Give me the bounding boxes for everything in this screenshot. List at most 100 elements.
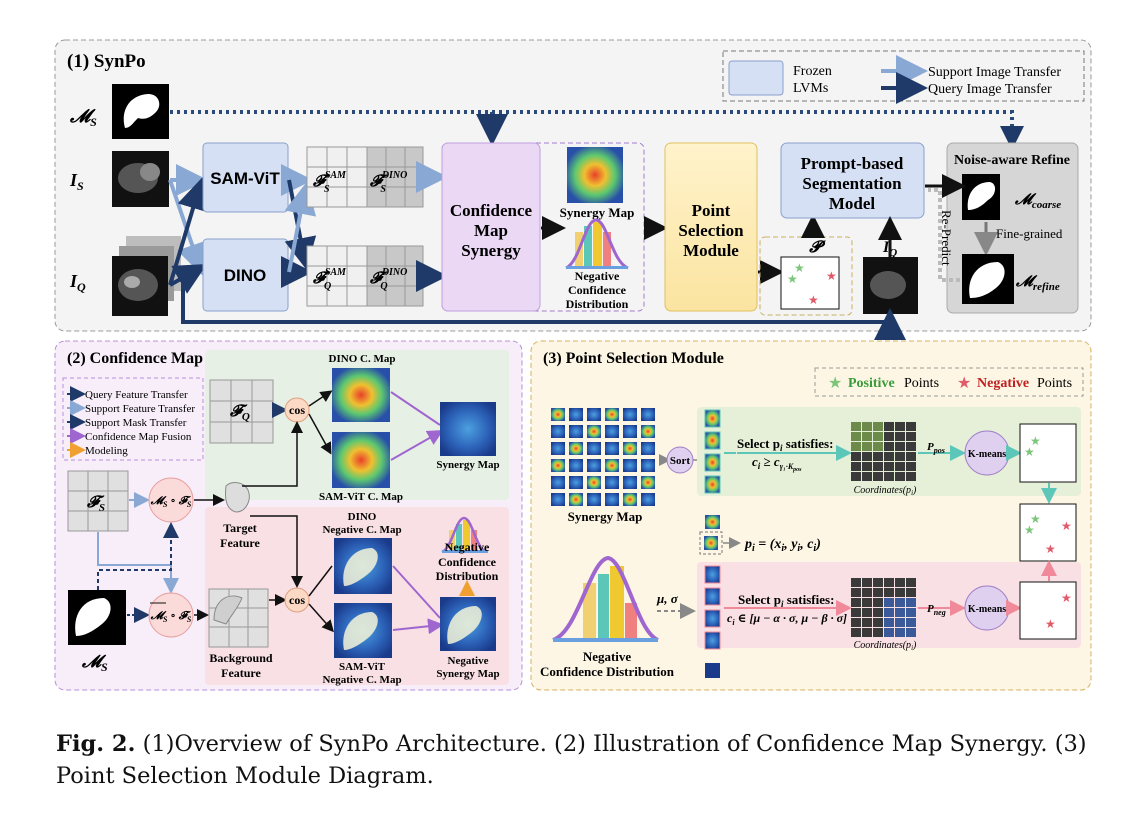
svg-text:Synergy Map: Synergy Map <box>568 509 643 524</box>
synergy-tile <box>605 459 619 472</box>
coord-tile <box>851 578 861 587</box>
coord-tile <box>884 628 894 637</box>
synergy-image-p2 <box>440 402 496 456</box>
legend-frozen: Frozen <box>793 64 832 79</box>
coord-tile <box>851 628 861 637</box>
svg-text:Coordinates(pi): Coordinates(pi) <box>854 640 917 652</box>
coord-tile <box>906 432 916 441</box>
svg-text:Feature: Feature <box>220 536 260 550</box>
synergy-tile <box>623 442 637 455</box>
coord-tile <box>884 462 894 471</box>
positive-area <box>205 350 509 500</box>
neg-dist-icon-p3 <box>552 555 660 642</box>
svg-text:★: ★ <box>1045 542 1056 556</box>
coord-tile <box>873 628 883 637</box>
cond-pos: ci ≥ cγ₁·Kpos <box>752 454 802 473</box>
svg-text:Points: Points <box>1037 376 1072 391</box>
svg-text:Background: Background <box>209 651 272 665</box>
coord-tile <box>873 462 883 471</box>
legend-query: Query Image Transfer <box>928 82 1052 97</box>
select-neg: Select pi satisfies: <box>738 592 834 609</box>
caption-text: (1)Overview of SynPo Architecture. (2) I… <box>56 731 1087 789</box>
coord-tile <box>895 608 905 617</box>
svg-text:Negative C. Map: Negative C. Map <box>322 524 401 536</box>
sorted-tile-mid <box>705 515 720 529</box>
svg-text:Negative: Negative <box>575 269 620 283</box>
msbar-fs-node <box>148 592 194 638</box>
pi-formula: pi = (xi, yi, ci) <box>744 537 821 554</box>
coord-tile <box>884 608 894 617</box>
svg-text:Feature: Feature <box>221 666 261 680</box>
panel1-title: (1) SynPo <box>67 51 146 72</box>
caption-label: Fig. 2. <box>56 731 136 757</box>
coord-tile <box>884 432 894 441</box>
synergy-tile <box>569 408 583 421</box>
target-feature-icon <box>225 482 250 513</box>
svg-text:★: ★ <box>1030 434 1041 448</box>
svg-text:Confidence Distribution: Confidence Distribution <box>540 664 675 679</box>
synergy-tile <box>641 459 655 472</box>
svg-text:Sort: Sort <box>670 455 691 467</box>
coord-tile <box>862 432 872 441</box>
coord-tile <box>906 442 916 451</box>
svg-text:DINO C. Map: DINO C. Map <box>329 353 396 365</box>
synergy-tile <box>569 476 583 489</box>
coord-tile <box>851 588 861 597</box>
svg-text:Query Feature Transfer: Query Feature Transfer <box>85 389 188 401</box>
synergy-map-grid <box>551 408 655 506</box>
sorted-tile-high <box>704 409 721 428</box>
coord-tile <box>906 472 916 481</box>
coord-tile <box>862 628 872 637</box>
label-mrefine: 𝓜refine <box>1015 274 1060 293</box>
coord-tile <box>873 422 883 431</box>
label-finegrained: Fine-grained <box>996 226 1063 241</box>
svg-text:SAM-ViT: SAM-ViT <box>339 661 386 673</box>
svg-text:★: ★ <box>828 375 842 392</box>
svg-text:Modeling: Modeling <box>85 445 128 457</box>
synergy-tile <box>623 408 637 421</box>
svg-text:Synergy Map: Synergy Map <box>436 459 499 471</box>
synergy-tile <box>623 425 637 438</box>
coord-tile <box>862 598 872 607</box>
svg-text:LVMs: LVMs <box>793 81 828 96</box>
svg-text:μ, σ: μ, σ <box>656 591 679 606</box>
synergy-tile <box>623 459 637 472</box>
svg-text:Model: Model <box>829 194 876 213</box>
svg-text:Ppos: Ppos <box>927 441 945 455</box>
coord-tile <box>884 598 894 607</box>
coord-tile <box>862 588 872 597</box>
coord-tile <box>862 608 872 617</box>
cond-neg: ci ∈ [μ − α · σ, μ − β · σ] <box>727 611 847 627</box>
coord-tile <box>884 452 894 461</box>
coord-tile <box>873 618 883 627</box>
svg-text:Pneg: Pneg <box>927 603 946 617</box>
coord-tile <box>873 432 883 441</box>
feature-grid-q <box>306 245 424 307</box>
coord-tile <box>895 578 905 587</box>
sorted-tile-min <box>705 663 720 678</box>
svg-text:Negative: Negative <box>583 649 632 664</box>
svg-text:Module: Module <box>683 241 739 260</box>
svg-text:Negative C. Map: Negative C. Map <box>322 674 401 686</box>
sorted-tile-high <box>704 475 721 494</box>
synergy-tile <box>569 493 583 506</box>
synergy-tile <box>587 408 601 421</box>
coord-tile <box>851 608 861 617</box>
coord-tile <box>851 618 861 627</box>
label-mcoarse: 𝓜coarse <box>1014 192 1061 211</box>
coord-tile <box>862 422 872 431</box>
synergy-tile <box>605 493 619 506</box>
svg-text:SAM-ViT: SAM-ViT <box>210 169 280 188</box>
svg-text:Negative: Negative <box>977 376 1029 391</box>
svg-text:DINO: DINO <box>224 266 267 285</box>
coord-tile <box>895 422 905 431</box>
svg-text:Point: Point <box>692 201 731 220</box>
synergy-tile <box>641 476 655 489</box>
label-ms: 𝓜S <box>69 106 97 129</box>
dino-cmap-image <box>332 368 390 422</box>
coord-tile <box>906 628 916 637</box>
synergy-map-label: Synergy Map <box>560 205 635 220</box>
synergy-tile <box>569 442 583 455</box>
